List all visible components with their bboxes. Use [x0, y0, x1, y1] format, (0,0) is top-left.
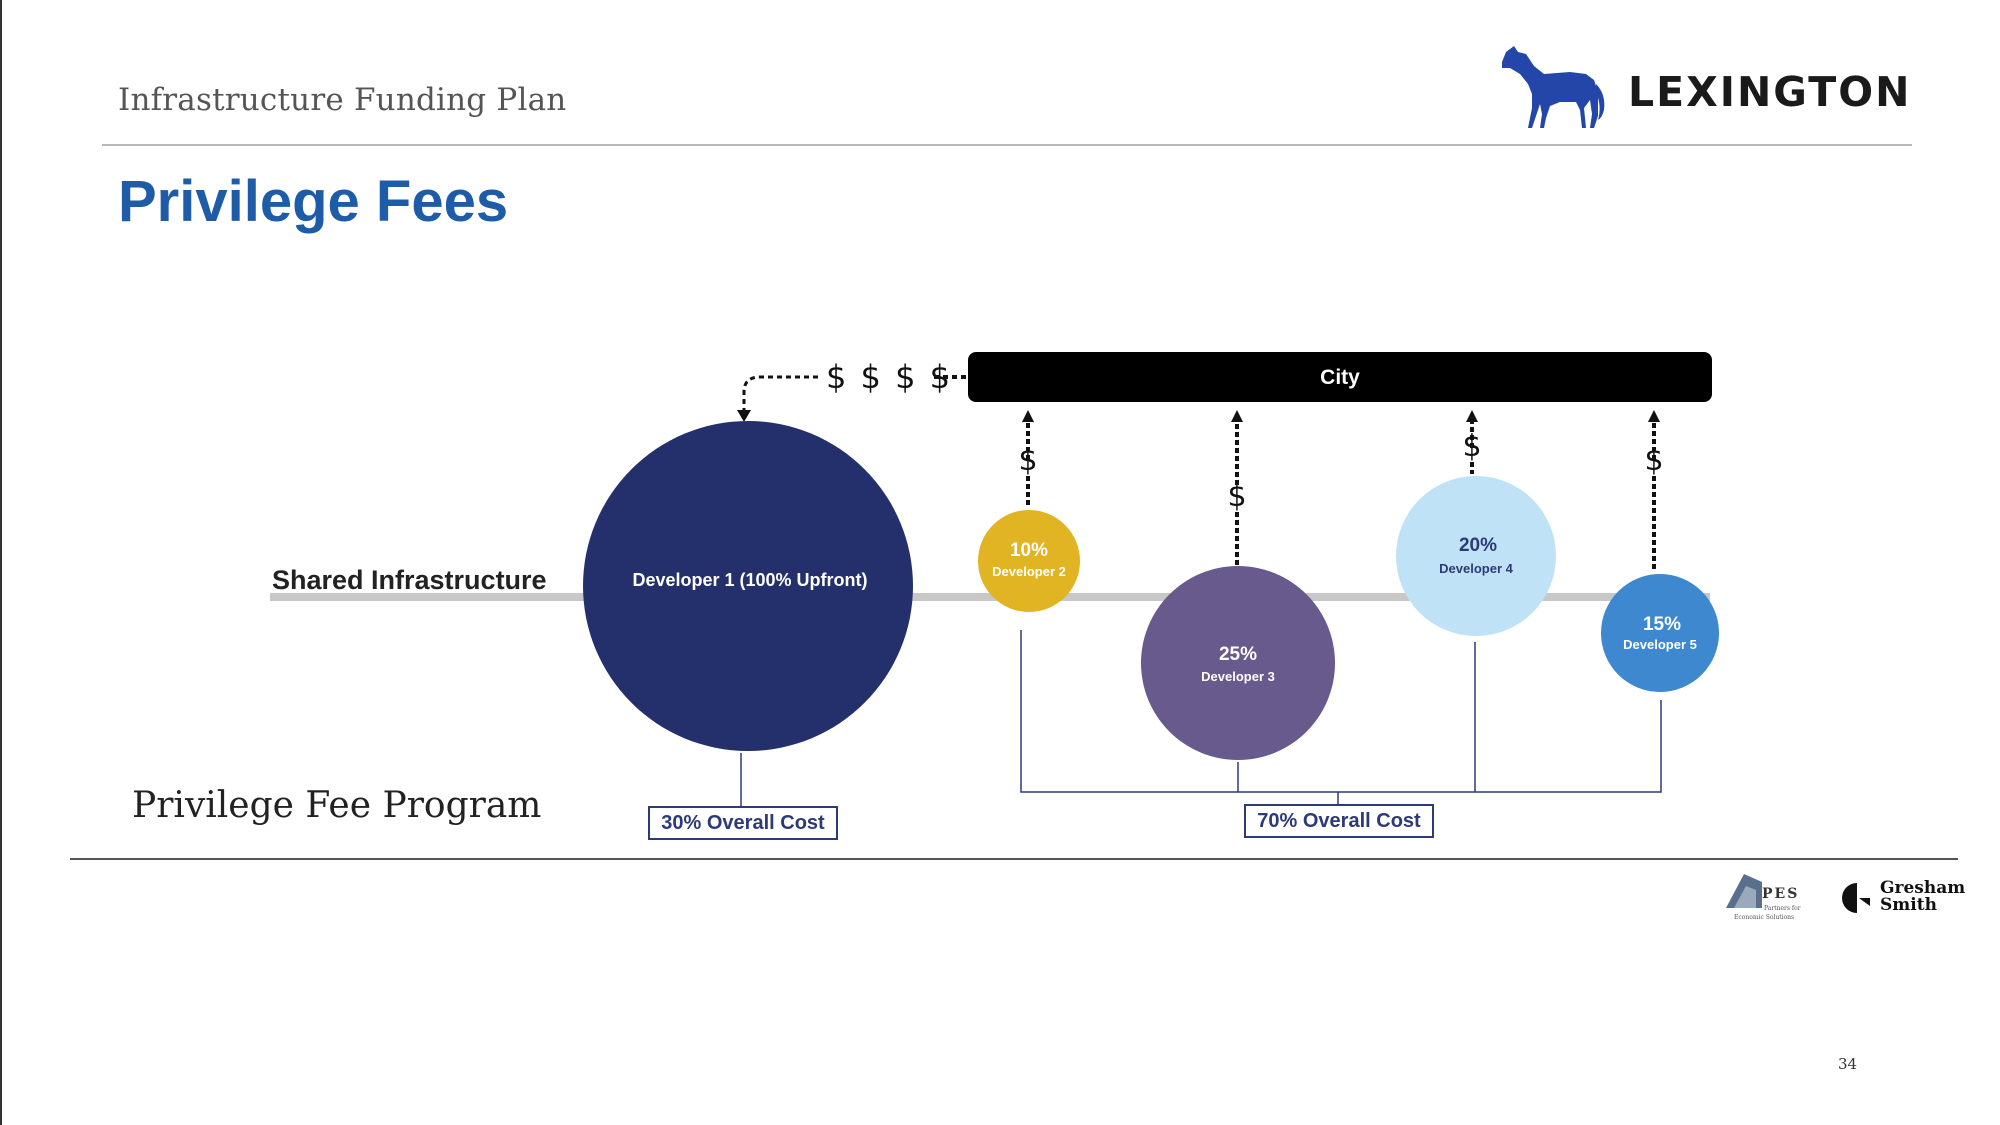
pes-subtitle-2: Economic Solutions	[1734, 914, 1795, 921]
svg-text:$: $	[1018, 443, 1037, 478]
developer-1-circle: Developer 1 (100% Upfront)	[583, 421, 913, 751]
pes-text: PES	[1762, 886, 1800, 902]
city-label: City	[1320, 366, 1360, 389]
developer-4-circle: 20% Developer 4	[1396, 476, 1556, 636]
dollar-chain: $ $ $ $	[826, 358, 952, 396]
developer-1-label: Developer 1 (100% Upfront)	[632, 570, 867, 590]
privilege-fee-program-label: Privilege Fee Program	[132, 785, 542, 826]
developer-2-circle: 10% Developer 2	[978, 510, 1080, 612]
smith-text: Smith	[1880, 895, 1937, 915]
developer-2-share: 10%	[1010, 540, 1048, 561]
payback-arrow-line	[742, 375, 818, 412]
gresham-smith-icon	[1842, 883, 1870, 913]
pes-building-icon	[1726, 874, 1762, 908]
developer-2-label: Developer 2	[992, 564, 1066, 579]
header-divider	[102, 144, 1912, 146]
city-bar	[968, 352, 1712, 402]
gresham-smith-logo: Gresham Smith	[1840, 880, 1965, 920]
privilege-fee-diagram: Shared Infrastructure City $ $ $ $ $ $ $	[270, 352, 1719, 808]
developer-3-share: 25%	[1219, 644, 1257, 665]
shared-infrastructure-label: Shared Infrastructure	[272, 565, 547, 595]
logo-text: LEXINGTON	[1628, 68, 1912, 116]
gresham-text: Gresham	[1880, 878, 1966, 898]
lexington-logo: LEXINGTON	[1500, 44, 1909, 129]
developer-5-share: 15%	[1643, 614, 1681, 635]
developer-5-label: Developer 5	[1623, 637, 1697, 652]
cost-box-right: 70% Overall Cost	[1244, 804, 1434, 838]
pes-subtitle-1: Partners for	[1764, 905, 1801, 912]
page-title: Privilege Fees	[118, 169, 509, 234]
section-title: Infrastructure Funding Plan	[118, 82, 567, 118]
payment-arrow-dev5: $	[1644, 410, 1664, 570]
shared-infrastructure-pipe	[270, 593, 1710, 601]
developer-3-label: Developer 3	[1201, 669, 1275, 684]
svg-text:$: $	[1227, 479, 1246, 514]
horse-icon	[1502, 46, 1605, 128]
developer-4-share: 20%	[1459, 535, 1497, 556]
developer-4-label: Developer 4	[1439, 561, 1513, 576]
svg-text:$: $	[1462, 429, 1481, 464]
payment-arrow-dev4: $	[1462, 410, 1482, 474]
gresham-smith-text: Gresham Smith	[1880, 880, 1965, 914]
payment-arrow-dev2: $	[1018, 410, 1038, 508]
footer-divider	[70, 858, 1958, 860]
cost-brackets	[740, 630, 1662, 808]
svg-text:$: $	[1644, 443, 1663, 478]
payment-arrow-dev3: $	[1227, 410, 1247, 570]
page-number: 34	[1838, 1055, 1858, 1073]
payback-arrow-head	[737, 410, 751, 422]
pes-logo: PES Partners for Economic Solutions	[1722, 868, 1822, 928]
cost-box-left: 30% Overall Cost	[648, 806, 838, 840]
slide-left-edge	[0, 0, 2, 1125]
developer-3-circle: 25% Developer 3	[1141, 566, 1335, 760]
developer-5-circle: 15% Developer 5	[1601, 574, 1719, 692]
